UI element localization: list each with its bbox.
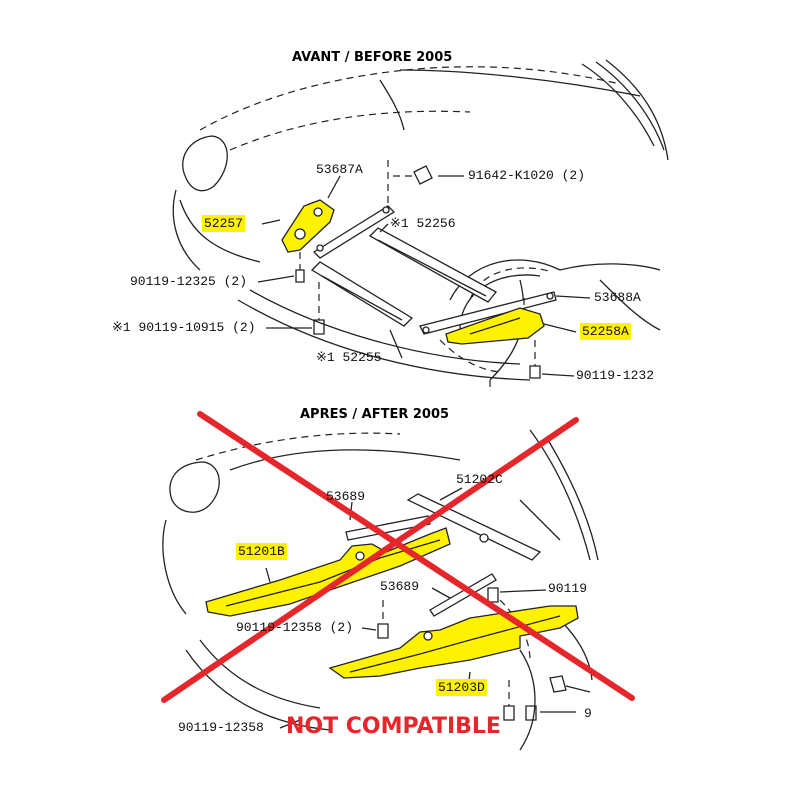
label-51203d: 51203D <box>436 679 487 696</box>
top-parts <box>257 160 591 379</box>
label-52257: 52257 <box>202 215 246 232</box>
label-53688a: 53688A <box>594 290 641 305</box>
label-53689-lower: 53689 <box>380 579 420 594</box>
label-91642-k1020: 91642-K1020 (2) <box>468 168 586 183</box>
label-90119-10915: ※1 90119-10915 (2) <box>112 320 256 335</box>
highlight-51203d: 51203D <box>436 679 487 696</box>
label-9: 9 <box>584 706 592 721</box>
label-90119-12325: 90119-12325 (2) <box>130 274 248 289</box>
heading-after-2005: APRES / AFTER 2005 <box>300 407 450 422</box>
label-90119-12358-2: 90119-12358 (2) <box>236 620 354 635</box>
highlight-52257: 52257 <box>202 215 246 232</box>
highlight-51201b: 51201B <box>236 543 287 560</box>
highlight-52258a: 52258A <box>580 323 631 340</box>
label-51202c: 51202C <box>456 472 503 487</box>
label-51201b: 51201B <box>236 543 287 560</box>
not-compatible-warning: NOT COMPATIBLE <box>286 714 501 739</box>
label-52255: ※1 52255 <box>316 350 382 365</box>
label-53687a: 53687A <box>316 162 363 177</box>
heading-before-2005: AVANT / BEFORE 2005 <box>292 50 453 65</box>
label-52256: ※1 52256 <box>390 216 456 231</box>
label-90119-1232: 90119-1232 <box>576 368 655 383</box>
label-90119-right: 90119 <box>548 581 588 596</box>
label-52258a: 52258A <box>580 323 631 340</box>
label-90119-12358: 90119-12358 <box>178 720 264 735</box>
label-53689-upper: 53689 <box>326 489 366 504</box>
not-compatible-cross <box>161 411 635 703</box>
